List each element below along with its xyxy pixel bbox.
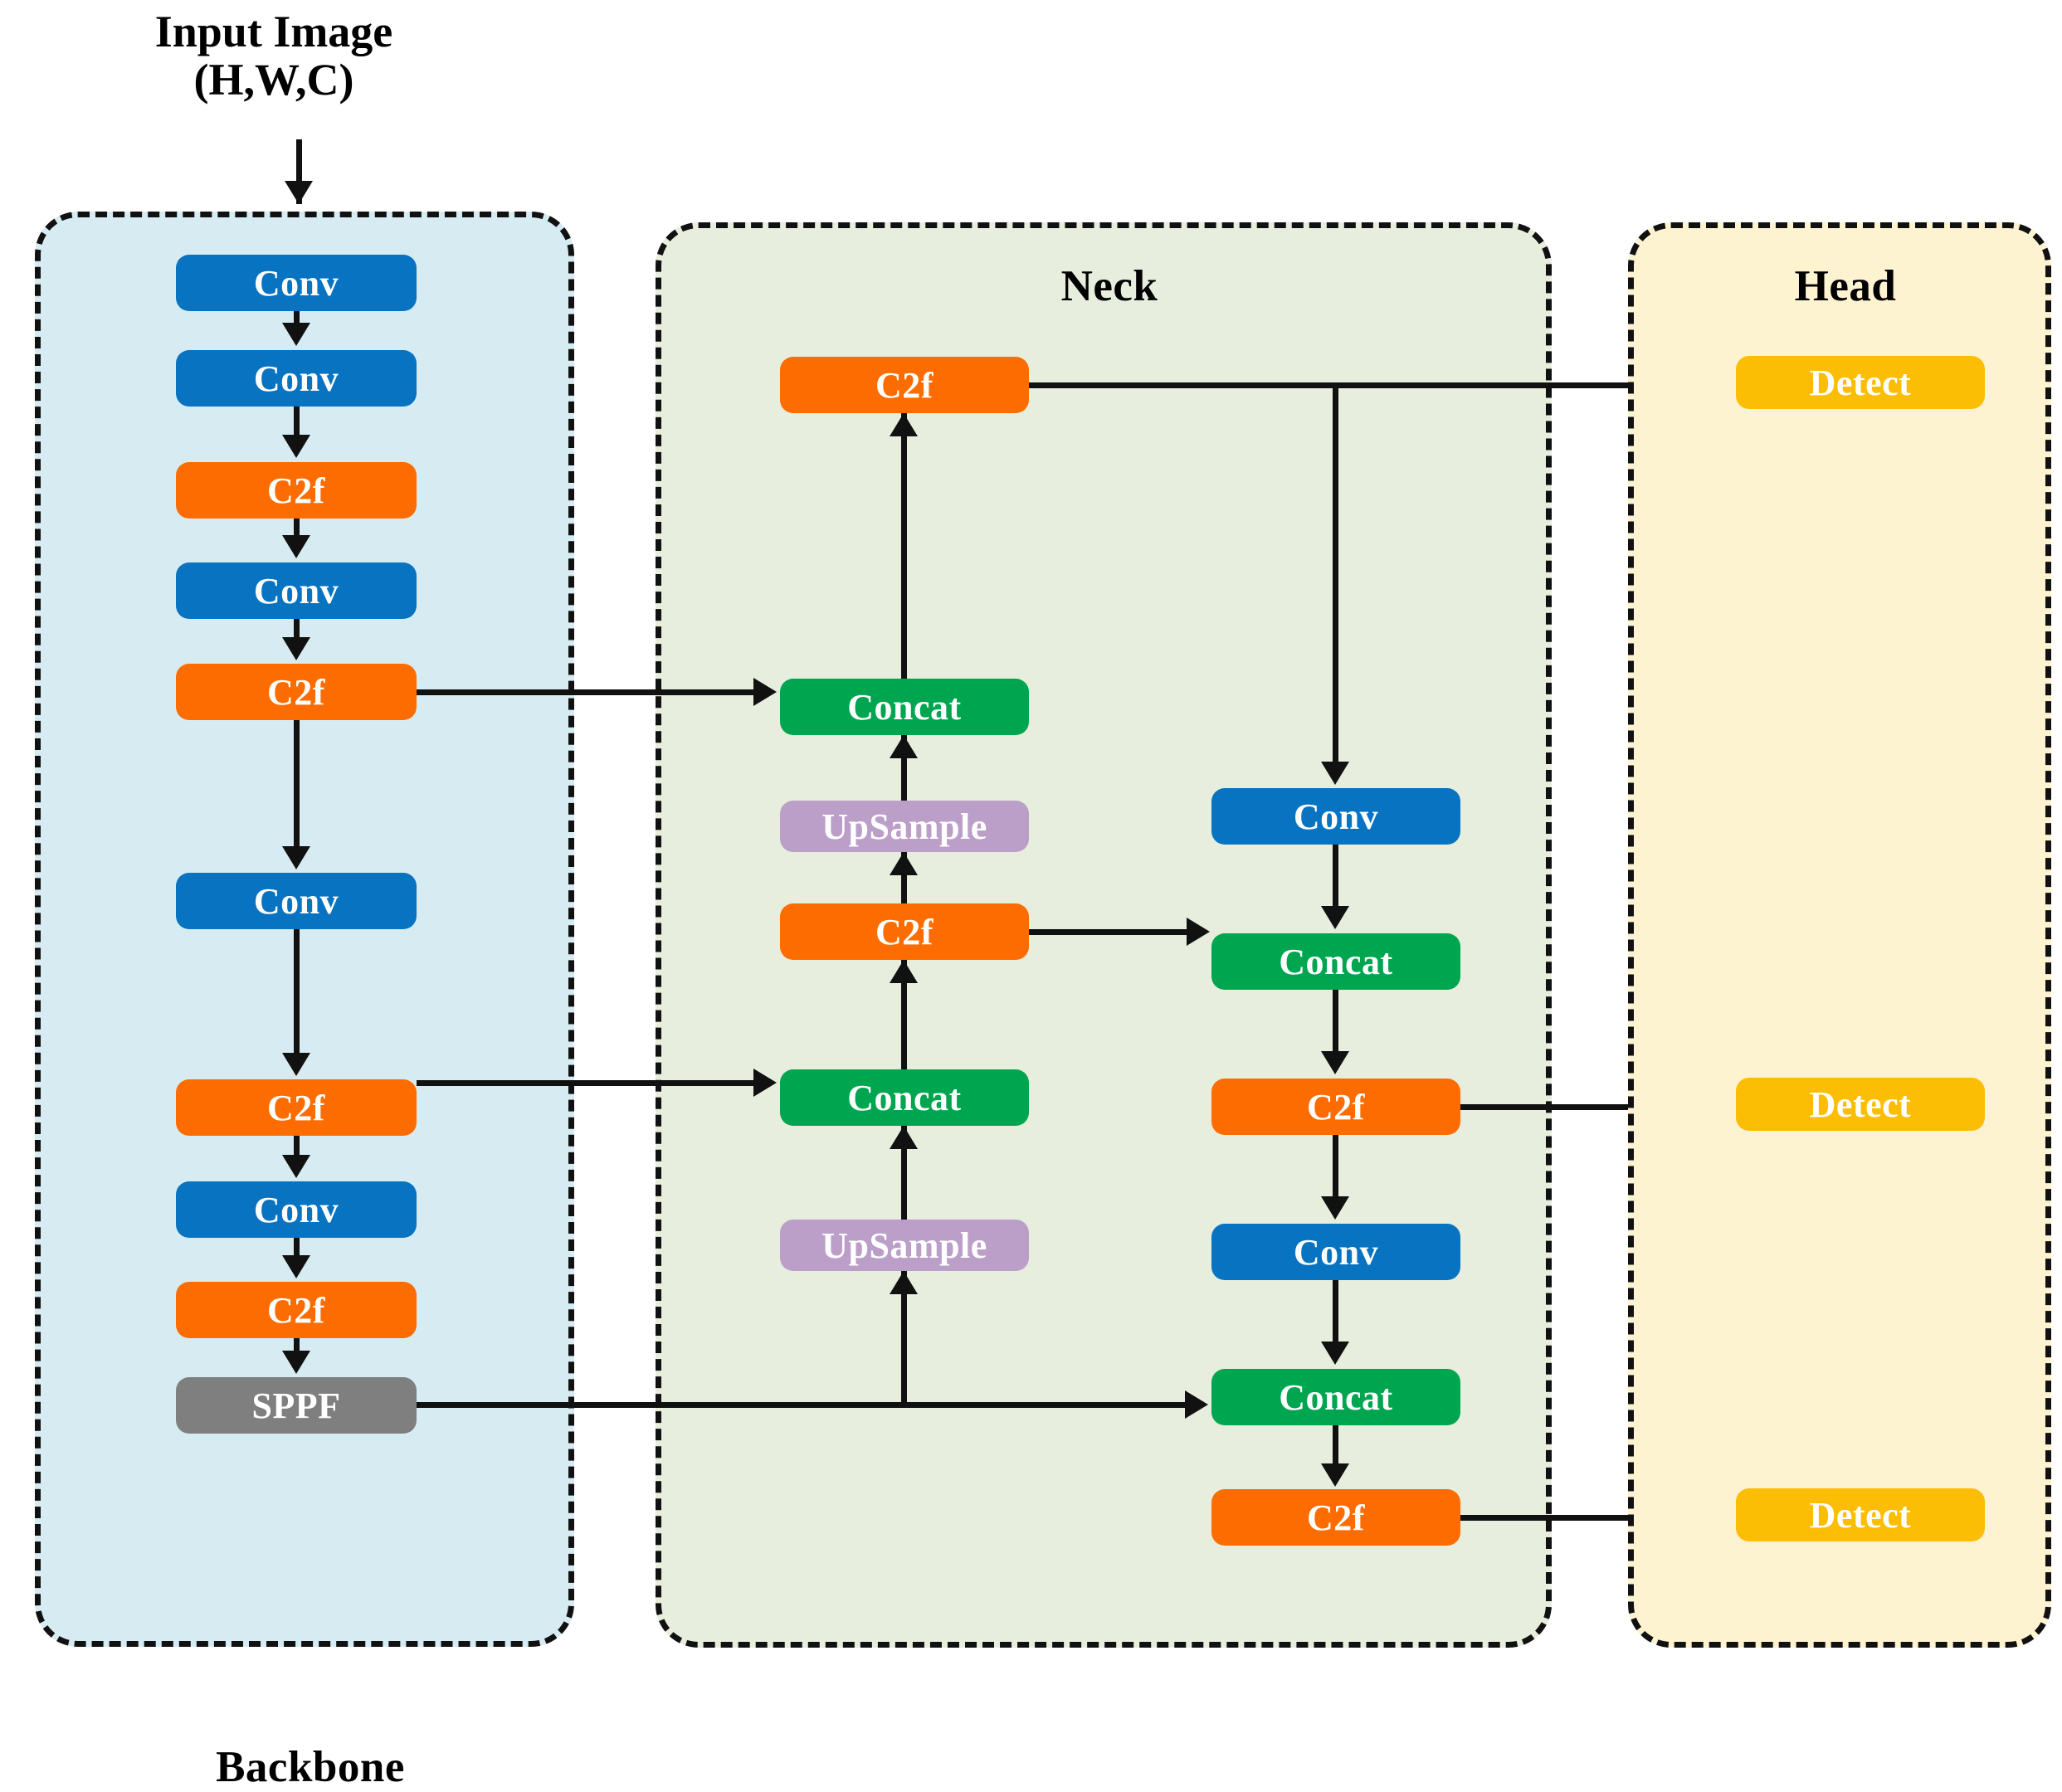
node-neck-c2f-right-2[interactable]: C2f [1211,1489,1460,1546]
arrowhead-bconv2-bc2f1 [282,435,310,458]
arrowhead-c2f-r1-conv-r2 [1321,1196,1349,1220]
edge-bconv5-bc2f4 [294,1238,300,1261]
node-backbone-conv-3[interactable]: Conv [176,562,417,619]
node-backbone-sppf[interactable]: SPPF [176,1377,417,1434]
node-backbone-c2f-3[interactable]: C2f [176,1079,417,1136]
edge-bconv1-bconv2 [294,311,300,329]
arrowhead-bc2f3-concat2 [753,1069,777,1097]
arrowhead-input [285,181,313,204]
arrowhead-bc2f2-concat1 [753,678,777,706]
edge-sppfline-up2 [901,1271,907,1405]
edge-bc2f3-concat2 [417,1080,757,1086]
arrowhead-sppf-concat-right-2 [1185,1390,1208,1419]
node-neck-concat-right-2[interactable]: Concat [1211,1369,1460,1425]
node-backbone-conv-2[interactable]: Conv [176,350,417,407]
node-head-detect-1[interactable]: Detect [1736,356,1985,409]
node-backbone-conv-4[interactable]: Conv [176,873,417,929]
arrowhead-concat-r1-c2f-r1 [1321,1051,1349,1074]
group-head: Head [1628,222,2051,1648]
node-head-detect-2[interactable]: Detect [1736,1078,1985,1131]
edge-up1-concat1 [901,735,907,801]
arrowhead-bc2f3-bconv5 [282,1155,310,1178]
arrowhead-bconv5-bc2f4 [282,1255,310,1278]
arrowhead-bconv3-bc2f2 [282,637,310,660]
node-neck-concat-right-1[interactable]: Concat [1211,933,1460,990]
node-neck-conv-right-1[interactable]: Conv [1211,788,1460,845]
node-neck-c2f-top[interactable]: C2f [780,357,1029,413]
edge-bc2f2-concat1 [417,689,757,695]
input-caption-line-1: Input Image [154,7,393,56]
node-neck-upsample-2[interactable]: UpSample [780,1220,1029,1271]
node-backbone-c2f-4[interactable]: C2f [176,1282,417,1338]
group-head-label: Head [1794,262,1897,310]
node-neck-concat-2[interactable]: Concat [780,1069,1029,1126]
edge-conv-r2-concat-r2 [1333,1280,1338,1345]
arrowhead-up2-concat2 [890,1126,918,1149]
edge-c2fmid-up1 [901,852,907,903]
edge-input-to-backbone [296,139,302,204]
node-neck-conv-right-2[interactable]: Conv [1211,1224,1460,1280]
edge-concat-r1-c2f-r1 [1333,990,1338,1054]
edge-bconv4-bc2f3 [294,929,300,1058]
edge-concat-r2-c2f-r2 [1333,1425,1338,1467]
edge-bc2f1-bconv3 [294,519,300,542]
input-image-caption: Input Image (H,W,C) [17,7,531,105]
node-head-detect-3[interactable]: Detect [1736,1488,1985,1541]
node-neck-upsample-1[interactable]: UpSample [780,801,1029,852]
node-backbone-c2f-2[interactable]: C2f [176,664,417,720]
edge-concat1-c2ftop [901,413,907,679]
group-backbone-label: Backbone [216,1743,405,1791]
arrowhead-c2fmid-up1 [890,852,918,875]
node-neck-c2f-mid[interactable]: C2f [780,903,1029,960]
arrowhead-c2fmid-concat-right-1 [1187,918,1210,946]
node-backbone-c2f-1[interactable]: C2f [176,462,417,519]
edge-bc2f2-bconv4 [294,720,300,851]
edge-bconv2-bc2f1 [294,407,300,441]
arrowhead-conv-r2-concat-r2 [1321,1342,1349,1365]
architecture-diagram: Input Image (H,W,C) Backbone Conv Conv C… [17,7,2051,1791]
node-backbone-conv-1[interactable]: Conv [176,255,417,311]
arrowhead-sppfline-up2 [890,1271,918,1294]
arrowhead-bc2f4-bsppf [282,1351,310,1374]
edge-concat2-c2fmid [901,960,907,1069]
arrowhead-bconv4-bc2f3 [282,1053,310,1076]
node-backbone-conv-5[interactable]: Conv [176,1181,417,1238]
arrowhead-bc2f1-bconv3 [282,535,310,558]
arrowhead-c2ftop-conv-right-1 [1321,762,1349,785]
edge-c2ftop-detect1 [1029,382,1875,388]
edge-sppf-concat-right-2 [417,1402,1188,1408]
edge-bc2f4-bsppf [294,1338,300,1356]
arrowhead-conv-r1-concat-r1 [1321,906,1349,929]
edge-c2f-r1-conv-r2 [1333,1135,1338,1200]
input-caption-line-2: (H,W,C) [193,54,354,105]
edge-c2ftop-branch-down [1333,382,1338,766]
arrowhead-up1-concat1 [890,735,918,758]
edge-c2fmid-concat-right-1 [1029,929,1195,935]
arrowhead-concat2-c2fmid [890,960,918,983]
group-neck-label: Neck [1060,262,1158,310]
edge-up2-concat2 [901,1126,907,1220]
node-neck-concat-1[interactable]: Concat [780,679,1029,735]
arrowhead-bconv1-bconv2 [282,323,310,346]
arrowhead-concat1-c2ftop [890,413,918,436]
edge-bconv3-bc2f2 [294,619,300,641]
arrowhead-concat-r2-c2f-r2 [1321,1463,1349,1487]
arrowhead-bc2f2-bconv4 [282,846,310,869]
node-neck-c2f-right-1[interactable]: C2f [1211,1079,1460,1135]
edge-bc2f3-bconv5 [294,1136,300,1161]
edge-conv-r1-concat-r1 [1333,845,1338,909]
